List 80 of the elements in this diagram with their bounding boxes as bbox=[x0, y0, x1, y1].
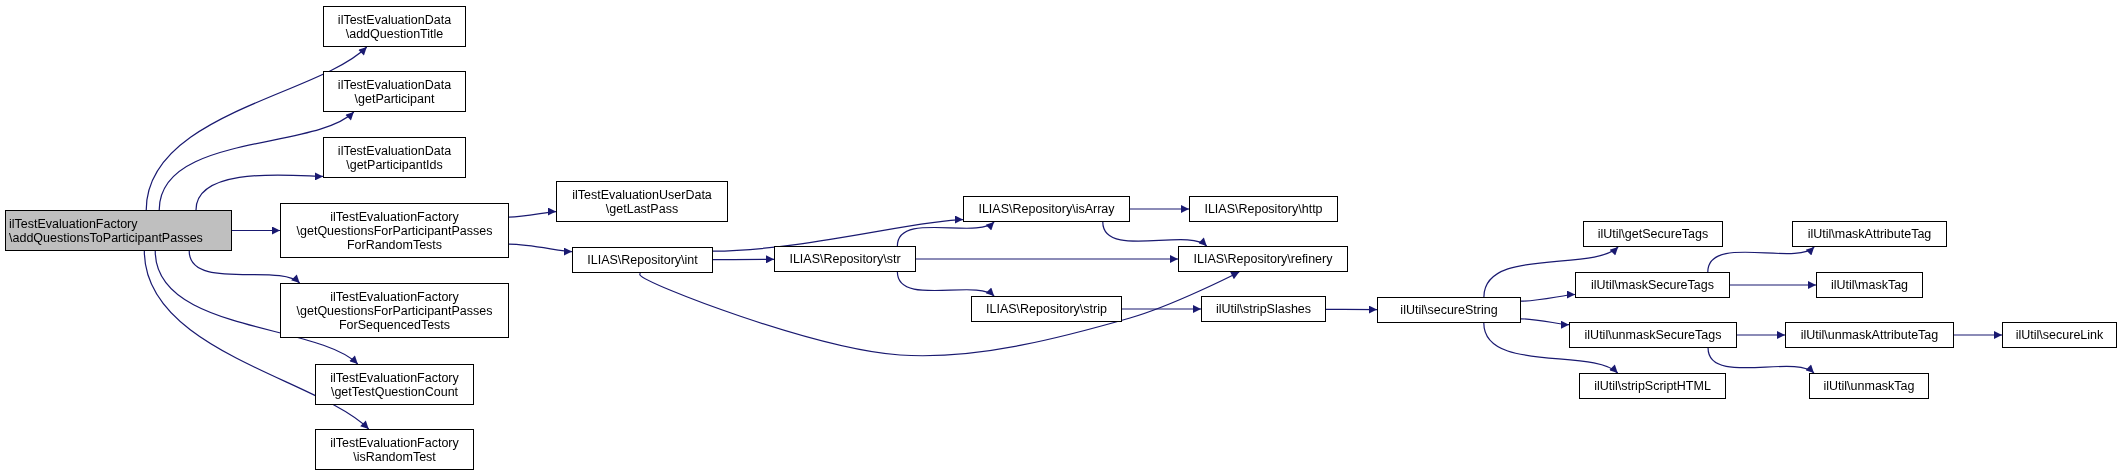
function-box bbox=[971, 296, 1122, 322]
function-name: ilUtil\stripSlashes bbox=[1214, 302, 1313, 316]
function-box bbox=[1189, 196, 1338, 222]
function-box bbox=[774, 246, 916, 272]
function-name: ilUtil\maskTag bbox=[1829, 278, 1910, 292]
function-name: ilTestEvaluationData \getParticipantIds bbox=[336, 143, 453, 172]
function-name: ilTestEvaluationFactory \getTestQuestionCount bbox=[329, 370, 460, 399]
function-box bbox=[323, 6, 466, 47]
arrow bbox=[1953, 331, 2003, 339]
function-name: ilUtil\unmaskAttributeTag bbox=[1799, 328, 1940, 342]
function-name: ilTestEvaluationData \getParticipant bbox=[336, 77, 453, 106]
arrow bbox=[508, 207, 557, 218]
arrow bbox=[231, 226, 281, 235]
arrow bbox=[1121, 305, 1202, 313]
arrow bbox=[896, 221, 995, 247]
arrow bbox=[1729, 281, 1817, 289]
function-name: ilUtil\maskAttributeTag bbox=[1806, 227, 1933, 241]
function-box bbox=[572, 247, 713, 273]
function-box bbox=[323, 137, 466, 178]
function-name: ilTestEvaluationUserData \getLastPass bbox=[571, 187, 713, 216]
function-name: ILIAS\Repository\int bbox=[586, 253, 699, 267]
function-box bbox=[1792, 221, 1947, 247]
function-name: ILIAS\Repository\refinery bbox=[1192, 252, 1334, 266]
function-name: ILIAS\Repository\str bbox=[788, 252, 902, 266]
function-box bbox=[323, 71, 466, 112]
arrow bbox=[195, 172, 324, 211]
arrow bbox=[1483, 246, 1619, 298]
function-box bbox=[1809, 373, 1929, 399]
function-name: ilTestEvaluationFactory \addQuestionsToParticipantPasses bbox=[8, 216, 204, 245]
function-box bbox=[1569, 322, 1737, 348]
function-name: ILIAS\Repository\isArray bbox=[977, 202, 1116, 216]
arrow bbox=[1707, 246, 1815, 273]
arrow bbox=[1520, 290, 1576, 302]
function-box bbox=[315, 364, 474, 405]
function-box bbox=[280, 283, 509, 338]
function-name: ilUtil\unmaskSecureTags bbox=[1583, 328, 1723, 342]
function-name: ilUtil\maskSecureTags bbox=[1590, 278, 1715, 292]
arrow bbox=[145, 46, 368, 211]
function-name: ilUtil\getSecureTags bbox=[1596, 227, 1710, 241]
arrow bbox=[143, 250, 370, 430]
arrow bbox=[1520, 318, 1570, 329]
function-name: ilUtil\secureLink bbox=[2014, 328, 2105, 342]
function-name: ILIAS\Repository\http bbox=[1203, 202, 1324, 216]
function-name: ilTestEvaluationData \addQuestionTitle bbox=[336, 12, 453, 41]
function-box bbox=[315, 429, 474, 470]
function-box bbox=[963, 196, 1130, 222]
function-name: ilUtil\secureString bbox=[1399, 303, 1499, 317]
function-name: ilTestEvaluationFactory \getQuestionsForParticipantPasses ForRandomTests bbox=[295, 209, 494, 252]
arrow bbox=[154, 250, 359, 365]
function-box bbox=[1785, 322, 1954, 348]
function-box bbox=[1575, 272, 1730, 298]
arrow bbox=[1129, 205, 1190, 213]
function-box bbox=[1178, 246, 1348, 272]
function-name: ilUtil\unmaskTag bbox=[1822, 379, 1916, 393]
function-box bbox=[280, 203, 509, 258]
function-name: ilTestEvaluationFactory \getQuestionsForParticipantPasses ForSequencedTests bbox=[295, 289, 494, 332]
arrow bbox=[712, 215, 964, 252]
arrow bbox=[1102, 221, 1208, 247]
arrow bbox=[1325, 305, 1378, 314]
function-box bbox=[556, 181, 728, 222]
arrow bbox=[1483, 322, 1619, 374]
arrow bbox=[896, 271, 995, 297]
function-box bbox=[1377, 297, 1521, 323]
arrow bbox=[158, 111, 355, 211]
arrow bbox=[1707, 347, 1815, 374]
function-box bbox=[2002, 322, 2117, 348]
function-box bbox=[1579, 373, 1726, 399]
arrow bbox=[639, 271, 1240, 357]
function-name: ilTestEvaluationFactory \isRandomTest bbox=[329, 435, 460, 464]
function-name: ILIAS\Repository\strip bbox=[985, 302, 1108, 316]
function-box bbox=[1583, 221, 1723, 247]
arrow bbox=[188, 250, 301, 284]
arrow bbox=[1736, 331, 1786, 339]
arrow bbox=[712, 255, 775, 264]
arrow bbox=[508, 243, 573, 256]
highlighted-function-box bbox=[5, 210, 232, 251]
function-name: ilUtil\stripScriptHTML bbox=[1593, 379, 1712, 393]
function-box bbox=[1201, 296, 1326, 322]
function-box bbox=[1816, 272, 1923, 298]
arrow bbox=[915, 255, 1179, 263]
